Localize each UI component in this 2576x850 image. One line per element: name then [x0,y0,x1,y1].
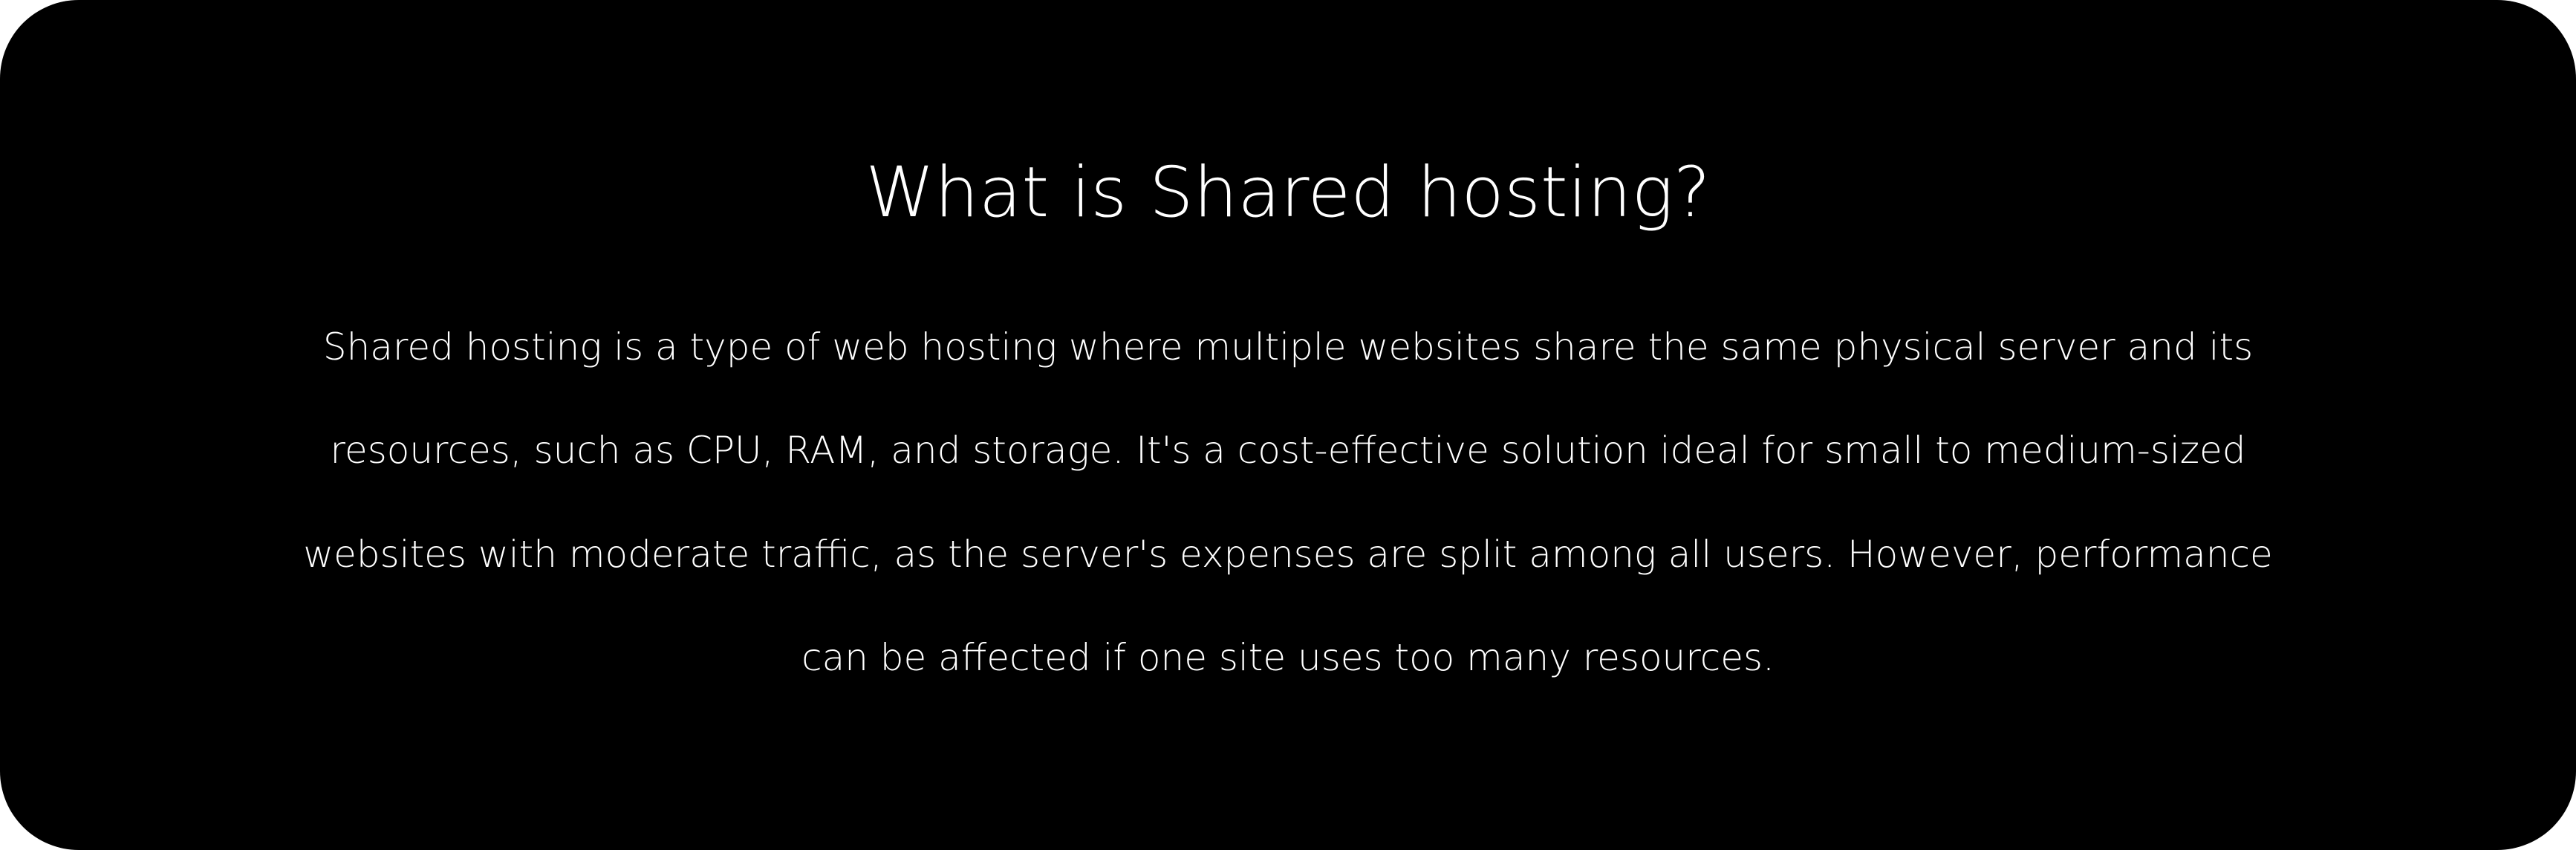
description-line: Shared hosting is a type of web hosting … [322,325,2254,369]
section-heading: What is Shared hosting? [865,152,1711,233]
description-line: can be affected if one site uses too man… [801,636,1775,679]
description-line: resources, such as CPU, RAM, and storage… [330,429,2246,472]
description-line: websites with moderate traffic, as the s… [303,533,2273,576]
